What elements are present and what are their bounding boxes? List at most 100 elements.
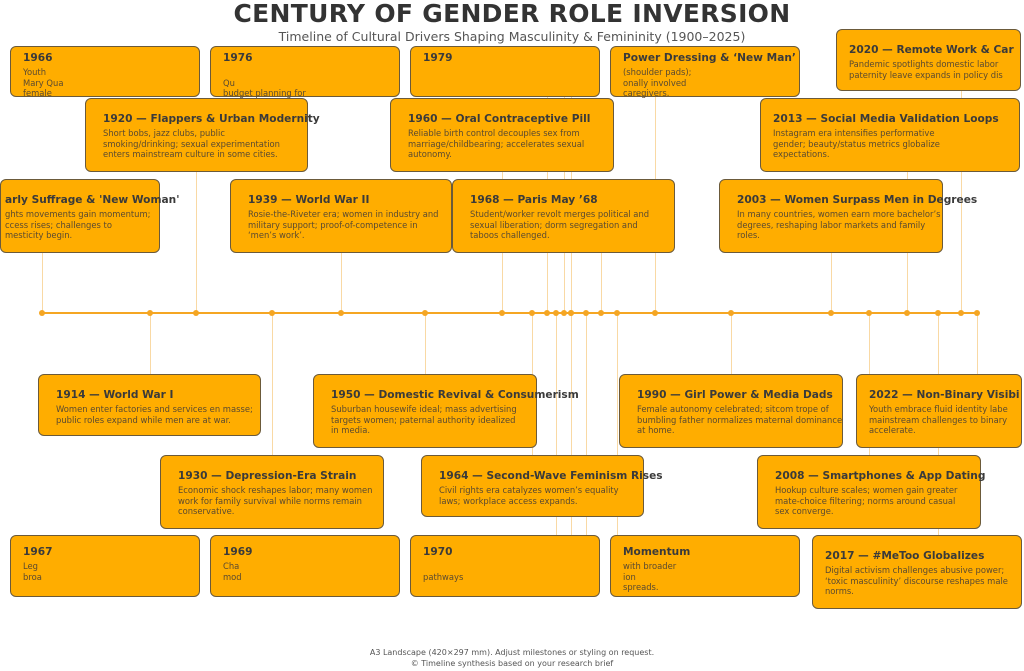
milestone-description: Instagram era intensifies performative g… (773, 128, 940, 159)
milestone-description: Leg broa (23, 561, 42, 582)
milestone-title: arly Suffrage & 'New Woman' (5, 194, 180, 206)
milestone-dot (652, 310, 658, 316)
milestone-description: Rosie-the-Riveter era; women in industry… (248, 209, 439, 240)
milestone-dot (529, 310, 535, 316)
milestone-description: Digital activism challenges abusive powe… (825, 565, 1008, 596)
milestone-description: Reliable birth control decouples sex fro… (408, 128, 585, 159)
milestone-title: 1969 (223, 546, 253, 558)
milestone-card: 1939 — World War II Rosie-the-Riveter era… (230, 179, 452, 253)
connector-line (617, 313, 618, 535)
milestone-description: Suburban housewife ideal; mass advertisi… (331, 404, 517, 435)
connector-line (586, 313, 587, 535)
milestone-description: Short bobs, jazz clubs, public smoking/d… (103, 128, 280, 159)
milestone-description: Pandemic spotlights domestic labor pater… (849, 59, 1003, 80)
milestone-dot (561, 310, 567, 316)
milestone-description: Youth Mary Qua female (23, 67, 64, 98)
milestone-title: 1950 — Domestic Revival & Consumerism (331, 389, 579, 401)
milestone-title: 1914 — World War I (56, 389, 174, 401)
milestone-dot (974, 310, 980, 316)
milestone-description: Civil rights era catalyzes women’s equal… (439, 485, 619, 506)
milestone-dot (147, 310, 153, 316)
milestone-description (423, 67, 599, 88)
milestone-dot (193, 310, 199, 316)
connector-line (196, 172, 197, 313)
milestone-description: pathways (423, 571, 464, 582)
milestone-title: 1960 — Oral Contraceptive Pill (408, 113, 591, 125)
milestone-title: 1970 (423, 546, 453, 558)
connector-line (731, 313, 732, 374)
milestone-title: 1968 — Paris May ’68 (470, 194, 598, 206)
milestone-description: (shoulder pads); onally involved caregiv… (623, 67, 692, 98)
connector-line (42, 253, 43, 313)
milestone-title: Momentum (623, 546, 691, 558)
connector-line (831, 253, 832, 313)
footer-credit: © Timeline synthesis based on your resea… (410, 659, 614, 668)
milestone-card: arly Suffrage & 'New Woman' ghts movement… (0, 179, 180, 253)
connector-line (556, 313, 557, 535)
milestone-title: 1939 — World War II (248, 194, 370, 206)
milestone-card: 1970 pathways (410, 535, 600, 597)
connector-line (272, 313, 273, 455)
milestone-title: 2003 — Women Surpass Men in Degrees (737, 194, 978, 206)
connector-line (150, 313, 151, 374)
milestone-description: ghts movements gain momentum; ccess rise… (5, 209, 151, 240)
milestone-title: 2017 — #MeToo Globalizes (825, 550, 985, 562)
milestone-dot (269, 310, 275, 316)
milestone-dot (614, 310, 620, 316)
milestone-description: Hookup culture scales; women gain greate… (775, 485, 958, 516)
milestone-dot (958, 310, 964, 316)
milestone-description: Female autonomy celebrated; sitcom trope… (637, 404, 843, 435)
footer-note: A3 Landscape (420×297 mm). Adjust milest… (369, 648, 655, 657)
milestone-description: Women enter factories and services en ma… (56, 404, 253, 425)
milestone-title: 1990 — Girl Power & Media Dads (637, 389, 833, 401)
connector-line (977, 313, 978, 374)
milestone-dot (866, 310, 872, 316)
milestone-description: Youth embrace fluid identity labe mainst… (869, 404, 1008, 435)
milestone-description: Qu budget planning for (223, 77, 306, 99)
milestone-dot (904, 310, 910, 316)
milestone-dot (598, 310, 604, 316)
page-title: CENTURY OF GENDER ROLE INVERSION (233, 0, 791, 28)
milestone-title: 2013 — Social Media Validation Loops (773, 113, 999, 125)
milestone-title: 2022 — Non-Binary Visibi (869, 389, 1020, 401)
milestone-title: Power Dressing & ‘New Man’ (623, 52, 796, 64)
milestone-dot (39, 310, 45, 316)
milestone-description: Student/worker revolt merges political a… (470, 209, 650, 240)
milestone-description: Cha mod (223, 561, 242, 582)
milestone-title: 1920 — Flappers & Urban Modernity (103, 113, 320, 125)
connector-line (341, 253, 342, 313)
milestone-dot (422, 310, 428, 316)
milestone-dot (583, 310, 589, 316)
milestone-title: 1966 (23, 52, 53, 64)
milestone-dot (828, 310, 834, 316)
milestone-dot (338, 310, 344, 316)
milestone-dot (499, 310, 505, 316)
milestone-title: 1930 — Depression-Era Strain (178, 470, 357, 482)
milestone-title: 2008 — Smartphones & App Dating (775, 470, 986, 482)
milestone-card: 2003 — Women Surpass Men in Degrees In ma… (719, 179, 978, 253)
milestone-title: 1967 (23, 546, 53, 558)
milestone-card: 1976 Qu budget planning for (210, 46, 400, 99)
milestone-title: 1964 — Second-Wave Feminism Rises (439, 470, 663, 482)
milestone-description: Economic shock reshapes labor; many wome… (178, 485, 373, 516)
milestone-dot (728, 310, 734, 316)
milestone-description: In many countries, women earn more bache… (737, 209, 941, 240)
milestone-card: 1914 — World War I Women enter factories … (38, 374, 261, 436)
milestone-dot (568, 310, 574, 316)
milestone-card: Power Dressing & ‘New Man’ (shoulder pads… (610, 46, 800, 98)
